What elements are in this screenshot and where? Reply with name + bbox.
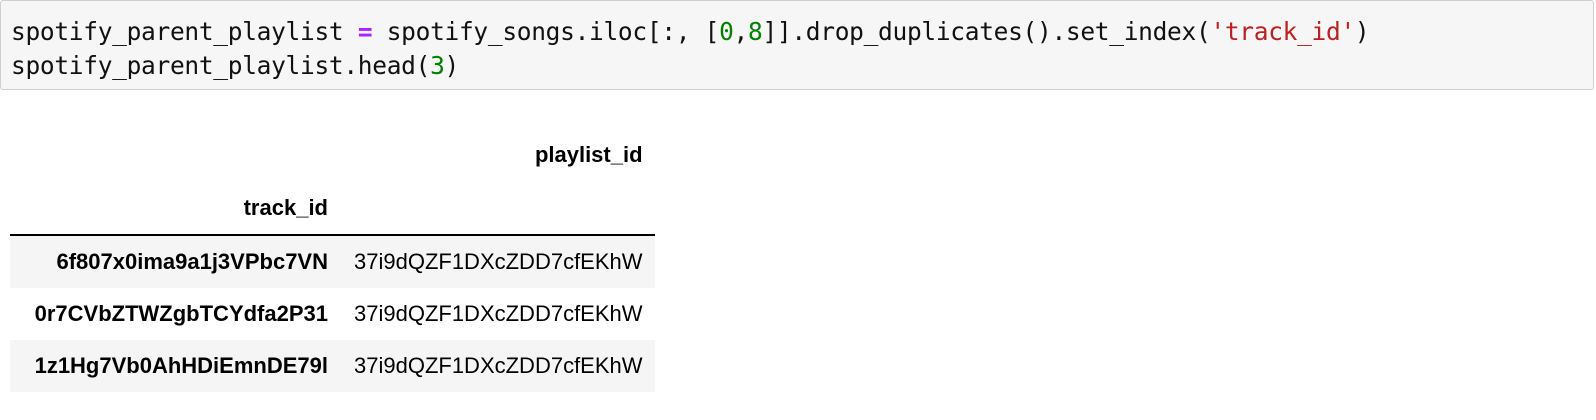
code-number: 0 (719, 17, 734, 46)
table-row: 0r7CVbZTWZgbTCYdfa2P31 37i9dQZF1DXcZDD7c… (10, 288, 655, 340)
code-comma: , (733, 17, 749, 46)
index-name-row: track_id (10, 182, 655, 236)
code-close-paren: ) (1354, 17, 1370, 46)
column-header-playlist-id: playlist_id (534, 142, 643, 167)
code-number: 3 (430, 51, 445, 80)
code-string: 'track_id' (1210, 17, 1355, 46)
code-assign-operator: = (357, 17, 373, 46)
code-expression-method: ]].drop_duplicates().set_index( (762, 17, 1211, 46)
code-cell[interactable]: spotify_parent_playlist = spotify_songs.… (0, 0, 1594, 90)
code-variable: spotify_parent_playlist (11, 17, 358, 46)
row-index-cell: 6f807x0ima9a1j3VPbc7VN (10, 235, 340, 288)
code-number: 8 (747, 17, 763, 46)
table-row: 1z1Hg7Vb0AhHDiEmnDE79l 37i9dQZF1DXcZDD7c… (10, 340, 655, 392)
playlist-id-cell: 37i9dQZF1DXcZDD7cfEKhW (340, 340, 655, 392)
row-index-cell: 1z1Hg7Vb0AhHDiEmnDE79l (10, 340, 340, 392)
code-close-paren: ) (444, 51, 460, 80)
table-row: 6f807x0ima9a1j3VPbc7VN 37i9dQZF1DXcZDD7c… (10, 235, 655, 288)
code-expression-start: spotify_songs.iloc[:, [ (372, 17, 720, 46)
playlist-id-cell: 37i9dQZF1DXcZDD7cfEKhW (354, 301, 643, 326)
code-line-1: spotify_parent_playlist = spotify_songs.… (11, 17, 1370, 46)
code-line-2: spotify_parent_playlist.head(3) (11, 51, 459, 80)
column-header-row: playlist_id (10, 128, 655, 182)
playlist-id-cell: 37i9dQZF1DXcZDD7cfEKhW (340, 235, 655, 288)
blank-header-cell (340, 182, 655, 236)
dataframe-output: playlist_id track_id 6f807x0ima9a1j3VPbc… (10, 128, 655, 392)
code-head-call: spotify_parent_playlist.head( (11, 51, 431, 80)
blank-header-cell (10, 128, 340, 182)
row-index-cell: 0r7CVbZTWZgbTCYdfa2P31 (34, 301, 328, 326)
index-name-header: track_id (10, 182, 340, 236)
